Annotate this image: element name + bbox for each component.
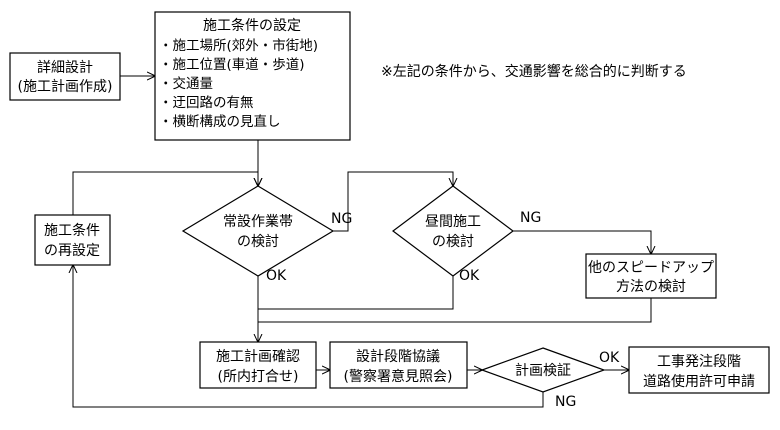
detailed-design-line-1: 詳細設計: [37, 60, 93, 76]
design-consult-line-2: (警察署意見照会): [344, 368, 453, 385]
box-other-speedup: 他のスピードアップ 方法の検討: [585, 253, 717, 299]
judgement-note: ※左記の条件から、交通影響を総合的に判断する: [381, 63, 687, 80]
line-daytime-ok-merge: [258, 276, 454, 310]
arrow-verify-ng-to-reset: [73, 265, 544, 408]
box-design-consult: 設計段階協議 (警察署意見照会): [329, 341, 468, 389]
label-ng-verify: NG: [555, 394, 576, 410]
order-stage-line-2: 道路使用許可申請: [643, 373, 755, 390]
box-plan-confirm: 施工計画確認 (所内打合せ): [199, 341, 317, 389]
label-ok-verify: OK: [599, 350, 620, 366]
box-reset-conditions: 施工条件 の再設定: [34, 214, 111, 266]
arrow-reset-to-flow: [72, 171, 258, 215]
arrow-permanent-ng-to-daytime: [333, 171, 453, 232]
plan-confirm-line-2: (所内打合せ): [218, 368, 299, 385]
decision-permanent-work-zone: 常設作業帯 の検討: [181, 185, 335, 277]
daytime-line-2: の検討: [432, 234, 474, 250]
other-speedup-line-2: 方法の検討: [616, 279, 686, 295]
decision-plan-verification: 計画検証: [480, 347, 606, 393]
box-construction-conditions: 施工条件の設定 ・施工場所(郊外・市街地) ・施工位置(車道・歩道) ・交通量 …: [154, 11, 351, 141]
decision-daytime-work: 昼間施工 の検討: [392, 185, 514, 277]
order-stage-line-1: 工事発注段階: [657, 354, 741, 370]
label-ok-daytime: OK: [459, 268, 480, 284]
conditions-title: 施工条件の設定: [203, 17, 301, 34]
line-speedup-merge: [258, 298, 652, 323]
condition-item-2: ・施工位置(車道・歩道): [159, 57, 305, 73]
detailed-design-line-2: (施工計画作成): [18, 79, 113, 95]
box-order-stage: 工事発注段階 道路使用許可申請: [628, 346, 770, 394]
plan-confirm-line-1: 施工計画確認: [216, 349, 300, 365]
other-speedup-line-1: 他のスピードアップ: [588, 260, 714, 276]
label-ok-permanent: OK: [266, 268, 287, 284]
condition-item-1: ・施工場所(郊外・市街地): [159, 37, 318, 54]
reset-conditions-line-1: 施工条件: [44, 222, 100, 239]
label-ng-permanent: NG: [331, 211, 352, 227]
box-detailed-design: 詳細設計 (施工計画作成): [9, 52, 121, 101]
label-ng-daytime: NG: [520, 210, 541, 226]
condition-item-4: ・迂回路の有無: [159, 95, 254, 111]
connectors: [72, 76, 652, 408]
design-consult-line-1: 設計段階協議: [356, 348, 440, 365]
reset-conditions-line-2: の再設定: [44, 243, 100, 259]
plan-verify-label: 計画検証: [515, 363, 571, 379]
condition-item-5: ・横断構成の見直し: [159, 114, 281, 130]
permanent-zone-line-2: の検討: [237, 234, 279, 250]
arrow-daytime-ng-to-speedup: [513, 230, 651, 254]
condition-item-3: ・交通量: [159, 75, 213, 92]
permanent-zone-line-1: 常設作業帯: [223, 214, 293, 230]
daytime-line-1: 昼間施工: [425, 214, 481, 230]
